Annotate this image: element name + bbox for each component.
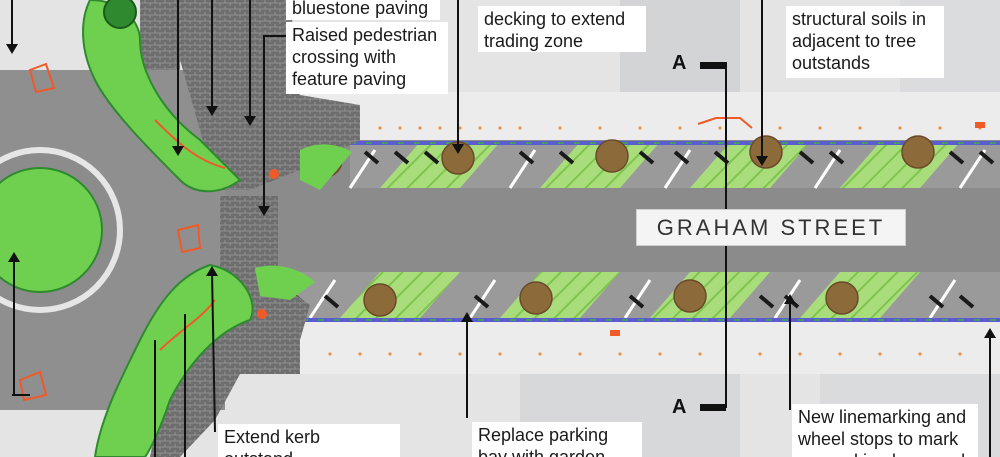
callout-decking: decking to extend trading zone [478, 6, 646, 52]
orange-design-marks [18, 62, 753, 402]
footpath-dots [328, 126, 982, 356]
callout-structural-soils: structural soils in adjacent to tree out… [786, 6, 944, 78]
callout-kerb-outstand: Extend kerb outstand to accommodate [218, 424, 400, 457]
roundabout-island [0, 167, 103, 293]
section-marker-top: A [672, 52, 687, 74]
callout-linemarking: New linemarking and wheel stops to mark … [792, 404, 978, 457]
callout-parking-garden: Replace parking bay with garden [472, 422, 642, 457]
section-marker-bottom: A [672, 396, 687, 418]
north-corner-paving [175, 0, 360, 190]
south-footpath [300, 322, 1000, 374]
street-name-label: GRAHAM STREET [636, 209, 906, 246]
callout-bluestone-paving: bluestone paving [286, 0, 440, 20]
north-garden-bed [82, 0, 242, 193]
north-footpath [300, 92, 1000, 140]
callout-raised-crossing: Raised pedestrian crossing with feature … [286, 22, 448, 94]
raised-pedestrian-crossing [220, 196, 278, 272]
callout-leader-lines [11, 0, 991, 457]
south-corner-paving [150, 270, 310, 457]
